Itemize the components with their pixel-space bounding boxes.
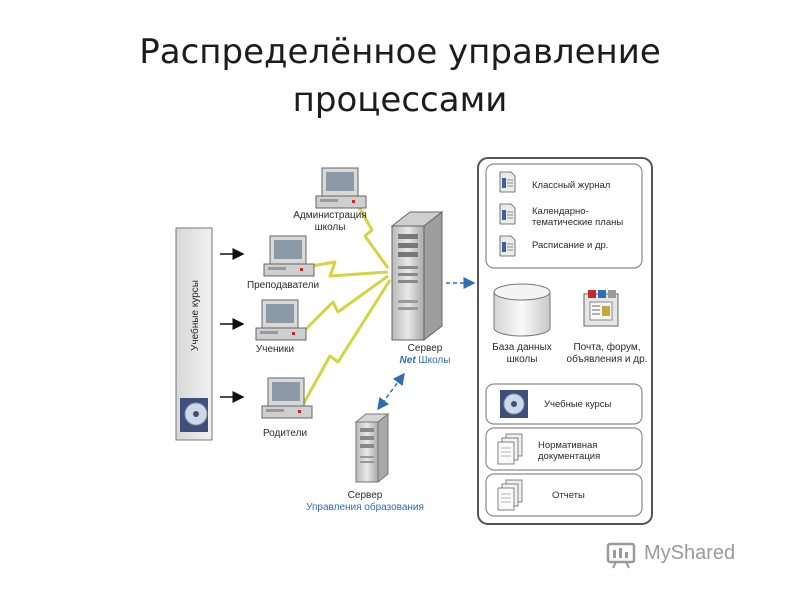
parents-label: Родители: [262, 428, 308, 439]
students-label: Ученики: [255, 344, 295, 355]
normative-label: Нормативная документация: [538, 440, 601, 462]
plans-doc-icon: [499, 203, 516, 225]
courses-bar-label: Учебные курсы: [189, 279, 201, 351]
myshared-logo-icon: [606, 542, 636, 569]
database-icon: [493, 283, 551, 337]
schedule-label: Расписание и др.: [532, 240, 609, 251]
mail-forum-label: Почта, форум, объявления и др.: [566, 342, 648, 365]
watermark-text: MyShared: [644, 541, 736, 564]
reports-label: Отчеты: [552, 490, 585, 501]
reports-docs-icon: [497, 479, 523, 511]
computer-admin-icon: [315, 167, 367, 209]
computer-students-icon: [255, 299, 307, 341]
server-edu-icon: [354, 412, 390, 484]
server-edu-label: Сервер Управления образования: [306, 490, 424, 513]
computer-teachers-icon: [263, 235, 315, 277]
schedule-doc-icon: [499, 235, 516, 257]
watermark: MyShared: [640, 538, 735, 568]
lightning-links: [298, 199, 392, 411]
slide-title-line1: Распределённое управление: [139, 32, 661, 72]
server-net-icon: [390, 210, 444, 342]
server-net-label: Сервер Net Школы: [399, 343, 451, 366]
normative-docs-icon: [497, 433, 523, 465]
computer-parents-icon: [261, 377, 313, 419]
teachers-label: Преподаватели: [246, 280, 320, 291]
mail-forum-icon: [583, 290, 619, 327]
database-label: База данных школы: [492, 342, 552, 365]
journal-label: Классный журнал: [532, 180, 611, 191]
plans-label: Календарно- тематические планы: [532, 206, 624, 228]
courses-cd-icon: [500, 390, 528, 418]
slide-title-line2: процессами: [292, 80, 508, 120]
journal-doc-icon: [499, 171, 516, 193]
admin-label: Администрация школы: [293, 210, 367, 233]
course-arrows: [220, 248, 245, 403]
server-edu-link-arrow: [377, 372, 405, 411]
panel-courses-label: Учебные курсы: [544, 399, 612, 410]
slide-title: Распределённое управление процессами: [0, 28, 800, 124]
cd-icon: [180, 398, 208, 432]
courses-bar: [175, 227, 213, 441]
